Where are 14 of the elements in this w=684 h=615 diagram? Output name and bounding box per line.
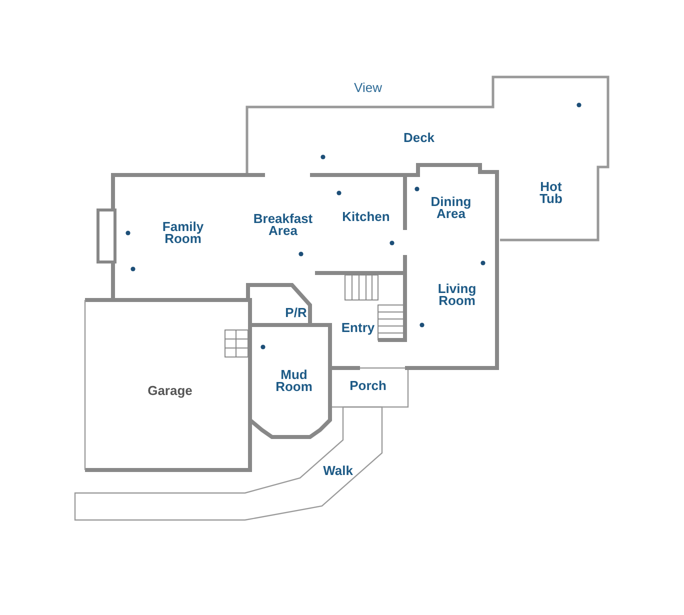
room-label: Hot Tub [540,181,562,205]
room-label: Dining Area [430,196,472,220]
room-label: P/R [285,307,307,319]
room-label: Mud Room [276,369,312,393]
room-label: Deck [403,132,435,144]
room-label: Breakfast Area [253,213,313,237]
room-label: Garage [148,385,192,397]
room-label: Family Room [162,221,204,245]
room-label: Living Room [438,283,476,307]
room-label: Porch [350,380,386,392]
room-label: Entry [341,322,375,334]
room-label: Walk [323,465,353,477]
room-label: Kitchen [342,211,390,223]
view-label: View [354,82,382,94]
